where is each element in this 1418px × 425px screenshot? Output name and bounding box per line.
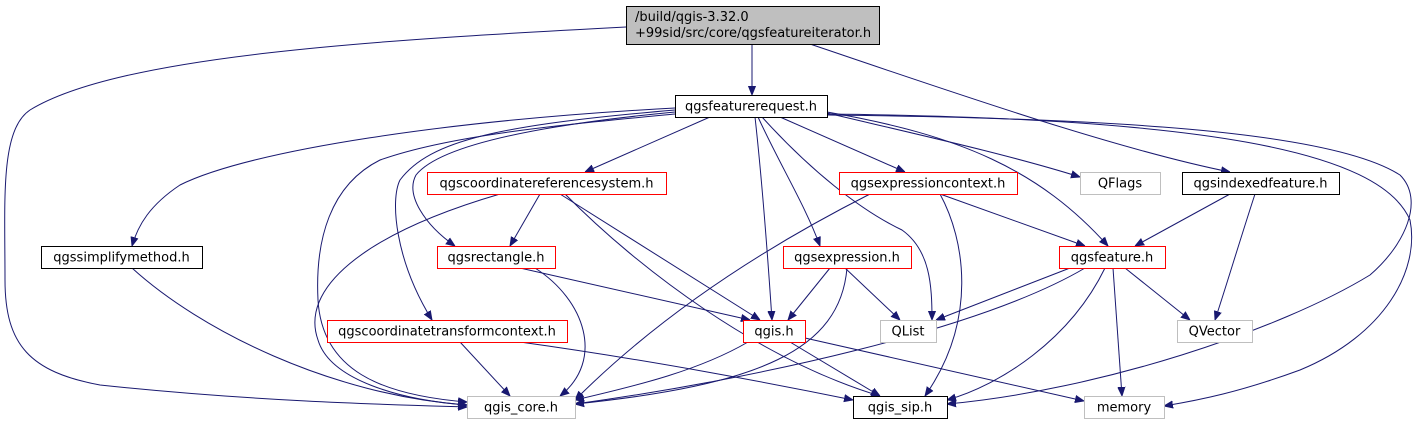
- node-box: [437, 246, 556, 269]
- edge-fr-qgsfeature: [826, 111, 1108, 246]
- node-box: [675, 95, 828, 118]
- node-box: [1084, 396, 1165, 419]
- node-qgsctc[interactable]: qgscoordinatetransformcontext.h: [327, 320, 568, 343]
- node-qgsexpression[interactable]: qgsexpression.h: [783, 246, 912, 269]
- node-qgis_sip[interactable]: qgis_sip.h: [853, 396, 948, 419]
- edge-ec-qgis_sip: [925, 193, 963, 396]
- edge-if-qgsfeature: [1135, 193, 1231, 246]
- edge-expr-qgis: [788, 267, 831, 320]
- node-qgsrectangle[interactable]: qgsrectangle.h: [437, 246, 556, 269]
- node-label: QFlags: [1098, 177, 1143, 192]
- node-box: [467, 396, 576, 419]
- node-label: memory: [1097, 401, 1152, 416]
- edge-feat-qgis_core: [575, 267, 1086, 404]
- edge-fr-memory: [826, 113, 1413, 406]
- edge-rect-qgis: [519, 267, 750, 320]
- edge-sm-qgis_core: [131, 267, 467, 405]
- edge-qgis-qgis_core: [575, 341, 749, 400]
- edge-crs-qgis_core: [314, 193, 501, 405]
- edge-feat-qlist: [936, 267, 1071, 320]
- node-box: [626, 6, 880, 45]
- node-box: [1182, 172, 1340, 195]
- edge-fr-qflags: [826, 112, 1080, 177]
- node-label: qgscoordinatetransformcontext.h: [338, 325, 556, 340]
- node-qgsindexedfeature[interactable]: qgsindexedfeature.h: [1182, 172, 1340, 195]
- node-box: [743, 320, 806, 343]
- node-label: qgsexpressioncontext.h: [851, 177, 1006, 192]
- edge-fr-qgsexpression: [757, 116, 820, 246]
- edge-qgis-memory: [804, 337, 1084, 401]
- node-qflags: QFlags: [1080, 172, 1161, 195]
- node-qgis[interactable]: qgis.h: [743, 320, 806, 343]
- node-box: [427, 172, 667, 195]
- node-qvector: QVector: [1177, 320, 1253, 343]
- node-root[interactable]: /build/qgis-3.32.0+99sid/src/core/qgsfea…: [626, 6, 880, 45]
- edge-feat-memory: [1112, 267, 1122, 396]
- edge-rect-qgis_core: [534, 267, 586, 396]
- edge-expr-qlist: [844, 267, 900, 320]
- edge-qgis-qgis_sip: [789, 341, 880, 396]
- edge-fr-qgis_sip: [826, 114, 1412, 404]
- edge-feat-qgis_sip: [947, 267, 1106, 400]
- edge-feat-qvector: [1124, 267, 1190, 320]
- node-label: qgsfeaturerequest.h: [685, 100, 817, 115]
- node-box: [853, 396, 948, 419]
- node-box: [327, 320, 568, 343]
- edge-fr-qgsexpressioncontext: [779, 116, 905, 172]
- node-label: qgis_core.h: [484, 401, 558, 416]
- node-qgsexpressioncontext[interactable]: qgsexpressioncontext.h: [839, 172, 1018, 195]
- edge-fr-qlist: [761, 116, 932, 320]
- edge-crs-qgis_sip: [564, 193, 880, 396]
- edge-expr-qgis_core: [575, 267, 848, 404]
- edge-fr-qgsctc: [395, 109, 676, 320]
- node-box: [1059, 246, 1166, 269]
- node-qgscrs[interactable]: qgscoordinatereferencesystem.h: [427, 172, 667, 195]
- node-box: [839, 172, 1018, 195]
- node-label: /build/qgis-3.32.0: [635, 10, 749, 25]
- node-box: [1177, 320, 1253, 343]
- nodes: /build/qgis-3.32.0+99sid/src/core/qgsfea…: [41, 6, 1340, 419]
- node-label: +99sid/src/core/qgsfeatureiterator.h: [635, 26, 871, 41]
- node-label: qgis.h: [754, 325, 793, 340]
- edge-fr-qgis_core: [317, 113, 676, 402]
- node-qgssimplifymethod[interactable]: qgssimplifymethod.h: [41, 246, 203, 269]
- node-qgsfeature[interactable]: qgsfeature.h: [1059, 246, 1166, 269]
- node-label: qgscoordinatereferencesystem.h: [439, 177, 653, 192]
- edge-if-qvector: [1215, 193, 1256, 320]
- edges: [4, 26, 1413, 407]
- edge-root-qgsindexedfeature: [809, 43, 1230, 172]
- edge-crs-qgis: [559, 193, 760, 320]
- node-label: qgsexpression.h: [794, 251, 900, 266]
- edge-crs-qgsrectangle: [510, 193, 541, 246]
- node-label: qgsfeature.h: [1071, 251, 1154, 266]
- node-box: [880, 320, 937, 343]
- node-label: qgssimplifymethod.h: [53, 251, 189, 266]
- node-label: QVector: [1189, 325, 1241, 340]
- edge-fr-qgssimplifymethod: [132, 107, 676, 246]
- node-box: [1080, 172, 1161, 195]
- node-label: qgsindexedfeature.h: [1194, 177, 1328, 192]
- edge-ec-qgsfeature: [939, 193, 1085, 246]
- node-box: [783, 246, 912, 269]
- node-label: qgsrectangle.h: [447, 251, 544, 266]
- node-box: [41, 246, 203, 269]
- edge-fr-qgis: [754, 116, 772, 320]
- node-label: qgis_sip.h: [868, 401, 932, 416]
- node-qgis_core: qgis_core.h: [467, 396, 576, 419]
- node-qgsfeaturerequest[interactable]: qgsfeaturerequest.h: [675, 95, 828, 118]
- node-qlist: QList: [880, 320, 937, 343]
- edge-fr-qgscrs: [585, 116, 711, 172]
- edge-root-qgis_core: [4, 26, 627, 407]
- edge-ctc-qgis_core: [459, 341, 510, 396]
- edge-ctc-qgis_sip: [519, 341, 853, 400]
- node-label: QList: [892, 325, 925, 340]
- node-memory: memory: [1084, 396, 1165, 419]
- edge-ec-qgis_core: [575, 193, 871, 400]
